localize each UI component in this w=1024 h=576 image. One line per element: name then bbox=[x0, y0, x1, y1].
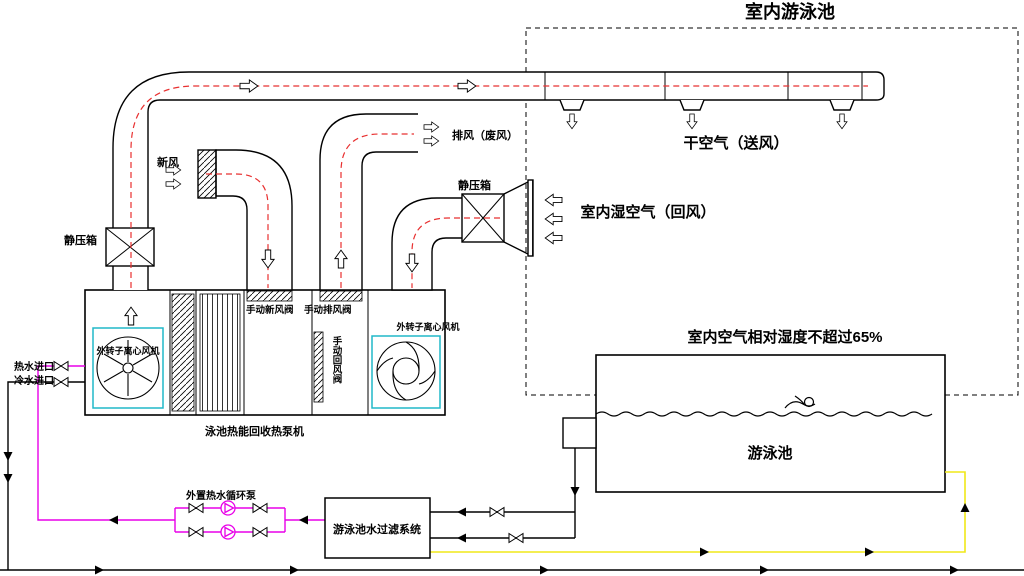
label-manual-exhaust-valve: 手动排风阀 bbox=[304, 304, 352, 316]
airflow-supply bbox=[130, 85, 868, 288]
return-diffuser-cone bbox=[503, 181, 529, 255]
label-fan-right: 外转子离心风机 bbox=[395, 321, 459, 332]
valve-icon bbox=[489, 507, 505, 517]
airflow-lines bbox=[130, 85, 868, 288]
arrow-left-icon bbox=[544, 231, 563, 245]
valve-icon bbox=[508, 533, 524, 543]
filter-system-box bbox=[324, 497, 431, 559]
page-title: 室内游泳池 bbox=[745, 1, 835, 22]
inlet-pipe-black bbox=[7, 381, 85, 570]
label-manual-fresh-valve: 手动新风阀 bbox=[246, 304, 294, 316]
centrifugal-fan-right-icon bbox=[376, 341, 436, 401]
ductwork bbox=[105, 71, 885, 291]
supply-outlet bbox=[829, 99, 855, 111]
flow-arrow-left-icon bbox=[109, 515, 118, 525]
supply-duct bbox=[112, 71, 885, 290]
fan-frame-right bbox=[371, 335, 441, 409]
arrow-right-icon bbox=[165, 178, 182, 190]
fresh-air-damper bbox=[246, 290, 293, 302]
label-heat-pump-unit: 泳池热能回收热泵机 bbox=[205, 424, 304, 438]
valve-icon bbox=[188, 527, 204, 537]
coil-section bbox=[199, 293, 241, 412]
flow-arrow-right-icon bbox=[865, 547, 874, 557]
cold-water-pipe bbox=[430, 471, 966, 553]
fresh-air-duct bbox=[215, 149, 293, 291]
label-filter-system: 游泳池水过滤系统 bbox=[333, 522, 421, 536]
arrow-down-icon bbox=[836, 113, 848, 130]
label-humidity-note: 室内空气相对湿度不超过65% bbox=[687, 328, 882, 346]
label-hot-water-inlet: 热水进口 bbox=[14, 360, 54, 373]
pool-body bbox=[595, 354, 946, 493]
flow-arrow-down-icon bbox=[3, 474, 13, 483]
flow-arrow-right-icon bbox=[540, 565, 549, 575]
fan-frame-left bbox=[92, 327, 164, 409]
return-diffuser-face bbox=[527, 179, 534, 257]
ahu-section-dividers bbox=[169, 290, 369, 415]
indoor-pool-room-boundary bbox=[525, 27, 1019, 396]
flow-arrow-down-icon bbox=[570, 487, 580, 496]
heat-pump-unit: 外转子离心风机 外转子离心风机 手动新风阀 手动排风阀 手动回风阀 泳池热能回收… bbox=[84, 289, 460, 438]
label-manual-return-valve: 手动回风阀 bbox=[331, 335, 343, 384]
return-damper bbox=[313, 331, 324, 403]
supply-outlet bbox=[559, 99, 585, 111]
arrow-right-icon bbox=[423, 135, 440, 147]
valve-icon bbox=[188, 503, 204, 513]
label-exhaust-air: 排风（废风） bbox=[452, 128, 518, 142]
pump-icon bbox=[220, 524, 236, 540]
static-pressure-box-left bbox=[105, 227, 155, 267]
label-circulation-pump: 外置热水循环泵 bbox=[185, 489, 257, 502]
flow-arrow-left-icon bbox=[299, 515, 308, 525]
label-cold-water-inlet: 冷水进口 bbox=[14, 374, 54, 387]
valve-icon bbox=[53, 377, 69, 387]
filter-section bbox=[171, 293, 195, 412]
arrow-down-icon bbox=[686, 113, 698, 130]
exhaust-duct bbox=[319, 113, 418, 291]
arrow-right-icon bbox=[423, 121, 440, 133]
label-static-box-right: 静压箱 bbox=[458, 178, 491, 192]
valve-icon bbox=[252, 503, 268, 513]
flow-arrow-right-icon bbox=[290, 565, 299, 575]
flow-arrow-left-icon bbox=[457, 533, 466, 543]
labels: 室内游泳池 干空气（送风） 室内湿空气（回风） 室内空气相对湿度不超过65% 新… bbox=[14, 1, 883, 502]
label-static-box-left: 静压箱 bbox=[64, 233, 97, 247]
label-fan-left: 外转子离心风机 bbox=[95, 345, 159, 356]
return-duct bbox=[391, 197, 462, 291]
swimmer-icon bbox=[784, 395, 816, 409]
label-pool: 游泳池 bbox=[747, 444, 792, 462]
valve-icon bbox=[53, 361, 69, 371]
flow-arrow-left-icon bbox=[457, 507, 466, 517]
flow-arrow-down-icon bbox=[3, 452, 13, 461]
flow-arrow-right-icon bbox=[95, 565, 104, 575]
pump-icon bbox=[220, 500, 236, 516]
pool-skimmer-box bbox=[562, 417, 597, 449]
label-fresh-air: 新风 bbox=[157, 155, 179, 169]
arrow-left-icon bbox=[544, 193, 563, 207]
pool: 游泳池 bbox=[562, 354, 946, 493]
pool-filter-pipes bbox=[430, 448, 576, 539]
label-humid-air-return: 室内湿空气（回风） bbox=[580, 203, 715, 221]
label-dry-air-supply: 干空气（送风） bbox=[683, 134, 788, 152]
water-surface-wave bbox=[595, 411, 933, 417]
arrow-down-icon bbox=[566, 113, 578, 130]
exhaust-damper bbox=[319, 290, 363, 302]
airflow-return bbox=[411, 217, 500, 288]
flow-arrow-right-icon bbox=[950, 565, 959, 575]
piping: 游泳池水过滤系统 bbox=[0, 361, 1024, 575]
valve-icon bbox=[252, 527, 268, 537]
flow-arrow-right-icon bbox=[700, 547, 709, 557]
flow-arrow-right-icon bbox=[760, 565, 769, 575]
airflow-fresh bbox=[206, 173, 269, 288]
centrifugal-fan-left-icon bbox=[96, 336, 160, 400]
flow-arrow-up-icon bbox=[960, 503, 970, 512]
arrow-left-icon bbox=[544, 212, 563, 226]
supply-outlet bbox=[679, 99, 705, 111]
